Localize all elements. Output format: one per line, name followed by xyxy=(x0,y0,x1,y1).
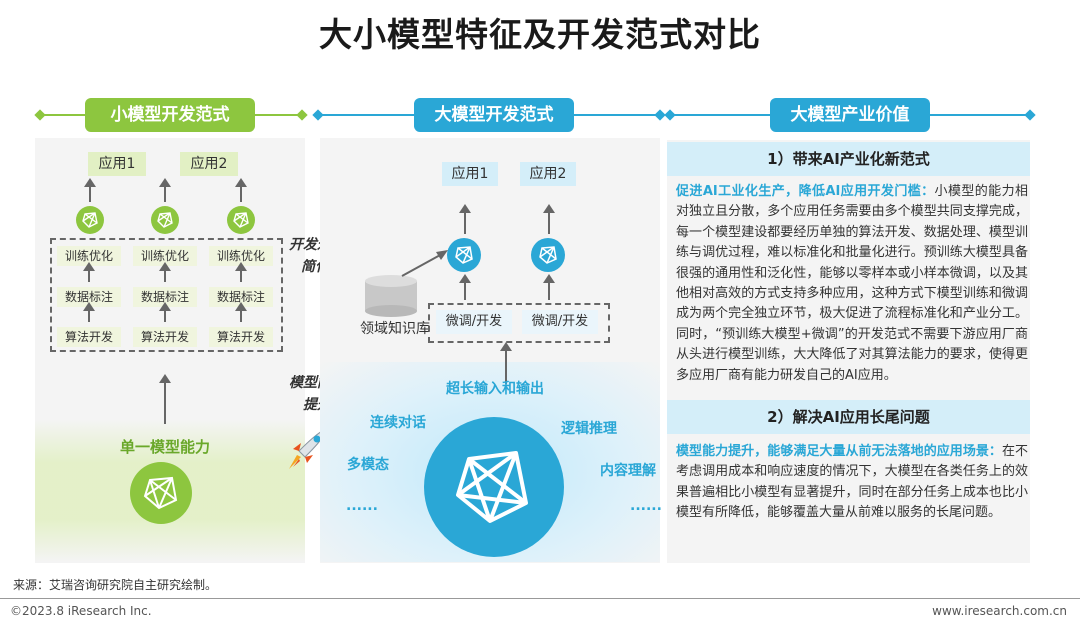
blue-rule-right-end-right xyxy=(1024,109,1036,121)
cell-train: 训练优化 xyxy=(209,246,273,266)
network-icon xyxy=(76,206,104,234)
cell-label: 数据标注 xyxy=(209,287,273,307)
capability-dialogue: 连续对话 xyxy=(370,415,426,431)
arrow-up xyxy=(235,302,247,322)
section-heading-1: 1）带来AI产业化新范式 xyxy=(667,142,1030,176)
large-app-2: 应用2 xyxy=(520,162,576,186)
arrow-up xyxy=(543,204,555,234)
arrow-up xyxy=(543,274,555,300)
capability-understanding: 内容理解 xyxy=(600,463,656,479)
cell-label: 数据标注 xyxy=(133,287,197,307)
small-model-header: 小模型开发范式 xyxy=(85,98,255,132)
section-body-2: 在不考虑调用成本和响应速度的情况下，大模型在各类任务上的效果普遍相比小模型有显著… xyxy=(676,444,1028,521)
cell-train: 训练优化 xyxy=(57,246,121,266)
knowledge-base-label: 领域知识库 xyxy=(360,321,430,337)
blue-rule-right-end-left xyxy=(664,109,676,121)
copyright: ©2023.8 iResearch Inc. xyxy=(10,604,152,618)
arrow-up xyxy=(159,178,171,202)
network-icon xyxy=(447,238,481,272)
cell-algo: 算法开发 xyxy=(209,327,273,347)
small-app-1: 应用1 xyxy=(88,152,146,176)
ellipsis-right: ...... xyxy=(630,498,662,514)
cell-label: 数据标注 xyxy=(57,287,121,307)
arrow-up xyxy=(235,262,247,282)
capability-long-io: 超长输入和输出 xyxy=(446,381,544,397)
source-note: 来源：艾瑞咨询研究院自主研究绘制。 xyxy=(13,578,218,592)
arrow-up xyxy=(235,178,247,202)
capability-reasoning: 逻辑推理 xyxy=(561,421,617,437)
section-lead-1: 促进AI工业化生产，降低AI应用开发门槛： xyxy=(676,184,935,199)
finetune-box xyxy=(428,303,610,343)
website-link[interactable]: www.iresearch.com.cn xyxy=(932,604,1067,618)
arrow-up xyxy=(459,204,471,234)
single-model-capability-label: 单一模型能力 xyxy=(119,438,210,456)
database-icon xyxy=(363,274,419,318)
network-icon xyxy=(227,206,255,234)
arrow-up xyxy=(83,262,95,282)
industry-value-header: 大模型产业价值 xyxy=(770,98,930,132)
finetune-cell: 微调/开发 xyxy=(436,310,512,334)
footer-divider xyxy=(0,598,1080,599)
section-heading-2: 2）解决AI应用长尾问题 xyxy=(667,400,1030,434)
arrow-up xyxy=(159,262,171,282)
small-app-2: 应用2 xyxy=(180,152,238,176)
cell-train: 训练优化 xyxy=(133,246,197,266)
section-lead-2: 模型能力提升，能够满足大量从前无法落地的应用场景： xyxy=(676,444,1002,459)
cell-algo: 算法开发 xyxy=(133,327,197,347)
capability-multimodal: 多模态 xyxy=(347,457,389,473)
network-icon xyxy=(151,206,179,234)
page-title: 大小模型特征及开发范式对比 xyxy=(319,15,761,54)
large-model-header: 大模型开发范式 xyxy=(414,98,574,132)
section-paragraph-2: 模型能力提升，能够满足大量从前无法落地的应用场景：在不考虑调用成本和响应速度的情… xyxy=(676,442,1028,524)
ellipsis-left: ...... xyxy=(346,498,378,514)
green-rule-end-left xyxy=(34,109,46,121)
arrow-up xyxy=(83,302,95,322)
section-paragraph-1: 促进AI工业化生产，降低AI应用开发门槛：小模型的能力相对独立且分散，多个应用任… xyxy=(676,182,1028,386)
arrow-up xyxy=(459,274,471,300)
network-icon xyxy=(424,417,564,557)
network-icon xyxy=(531,238,565,272)
db-to-node-arrow xyxy=(401,250,448,277)
blue-rule-middle-end-left xyxy=(312,109,324,121)
finetune-cell: 微调/开发 xyxy=(522,310,598,334)
arrow-up xyxy=(84,178,96,202)
arrow-up xyxy=(159,302,171,322)
cell-algo: 算法开发 xyxy=(57,327,121,347)
large-app-1: 应用1 xyxy=(442,162,498,186)
arrow-up xyxy=(500,342,512,384)
network-icon xyxy=(130,462,192,524)
industry-value-panel xyxy=(667,140,1030,563)
arrow-up xyxy=(159,374,171,424)
green-rule-end-right xyxy=(296,109,308,121)
section-body-1: 小模型的能力相对独立且分散，多个应用任务需要由多个模型共同支撑完成，每一个模型建… xyxy=(676,184,1028,383)
small-process-box xyxy=(50,238,283,352)
